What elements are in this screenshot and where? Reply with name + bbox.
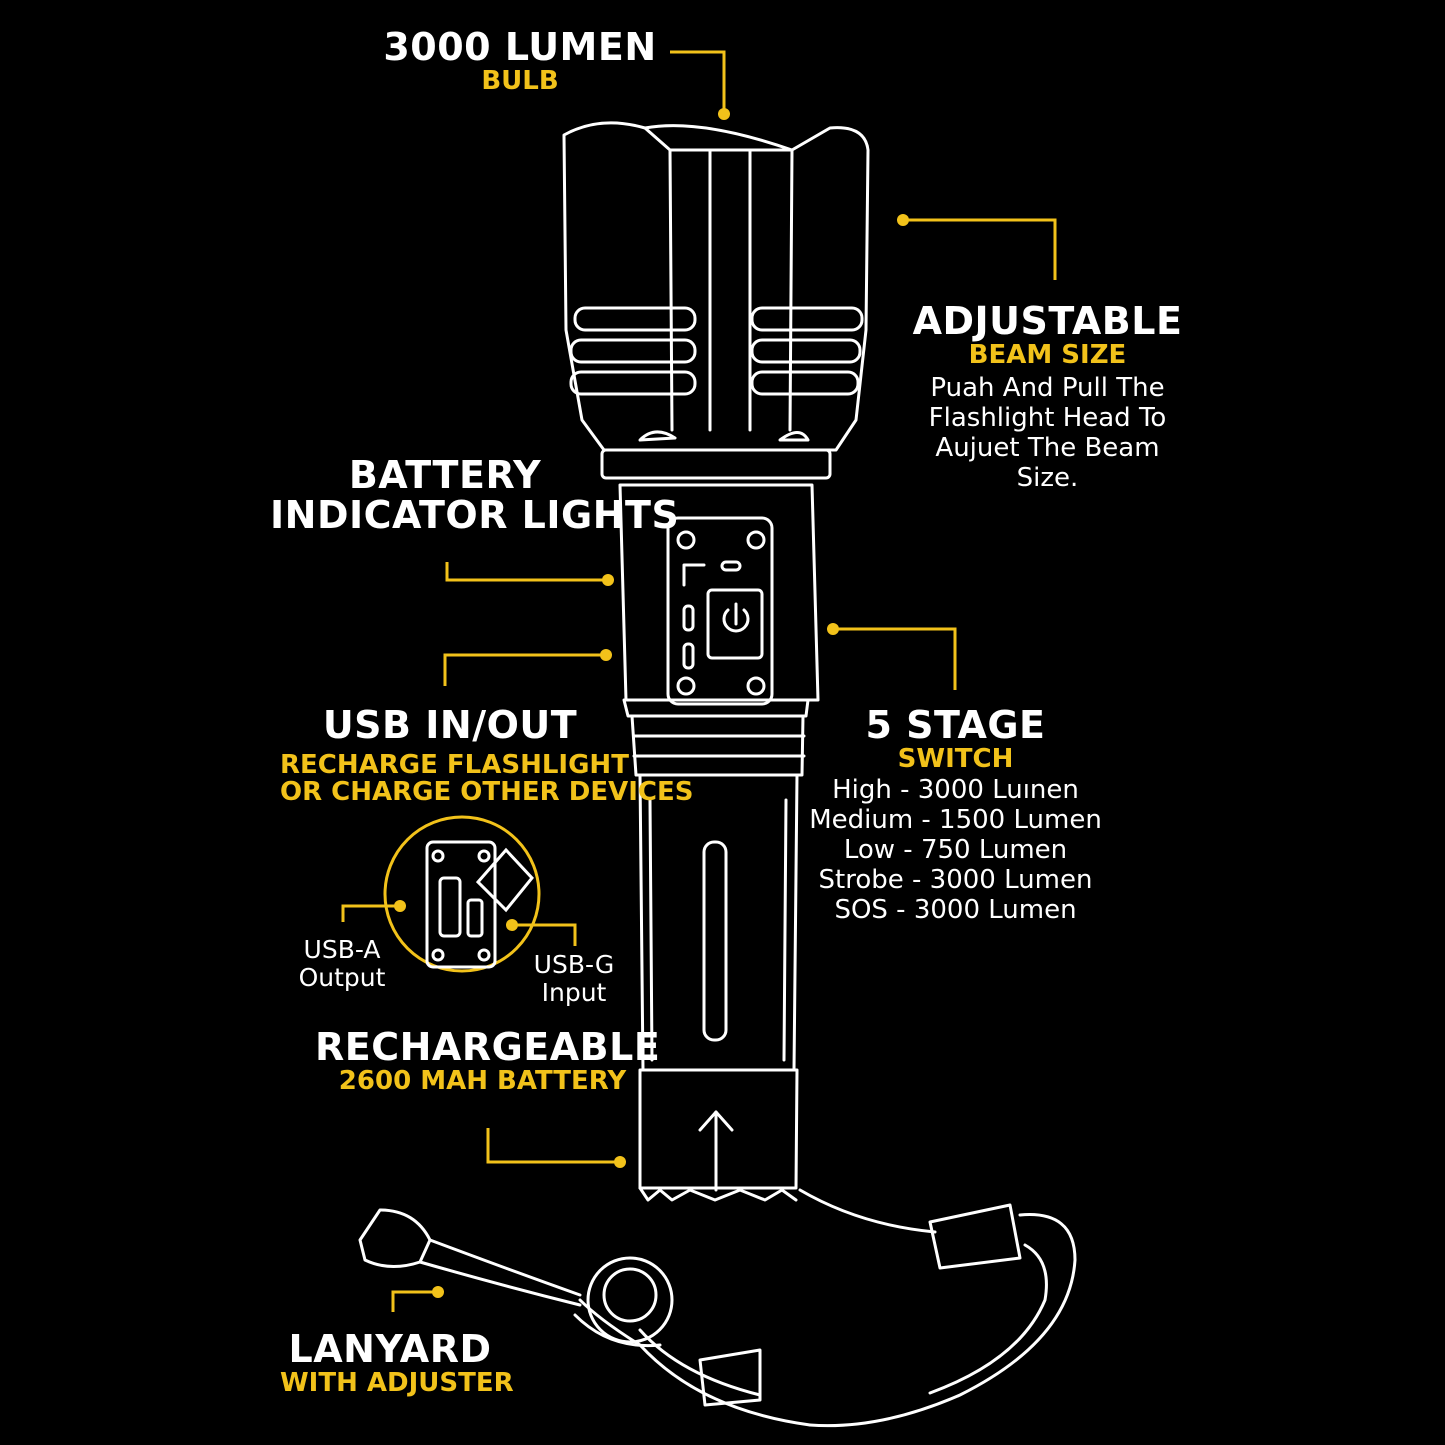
beam-description-line: Aujuet The Beam <box>935 433 1160 464</box>
lanyard-leader <box>391 1290 438 1312</box>
usb-g-dot <box>506 919 518 931</box>
switch-dot <box>827 623 839 635</box>
usb-a-leader <box>341 904 400 922</box>
rechargeable-dot <box>614 1156 626 1168</box>
bulb-subtitle: BULB <box>481 65 559 96</box>
beam-leader <box>904 218 1057 280</box>
switch-mode: Strobe - 3000 Lumen <box>818 865 1093 896</box>
usb-port-closeup <box>383 815 541 973</box>
bulb-callout: 3000 LUMEN BULB <box>380 25 660 96</box>
usb-g-input-label: USB-G Input <box>533 950 615 1007</box>
usb-g-leader <box>512 923 577 946</box>
flashlight-head <box>562 121 870 480</box>
switch-mode: Low - 750 Lumen <box>843 835 1068 866</box>
lanyard-subtitle: WITH ADJUSTER <box>280 1367 514 1398</box>
battery-indicator-title-line: INDICATOR LIGHTS <box>270 492 680 537</box>
beam-callout: ADJUSTABLE BEAM SIZE Puah And Pull The F… <box>905 299 1190 494</box>
battery-dot-2 <box>600 649 612 661</box>
power-button <box>706 588 764 660</box>
bulb-title: 3000 LUMEN <box>383 25 657 69</box>
beam-description-line: Puah And Pull The <box>930 373 1165 404</box>
battery-leader-2 <box>443 653 606 686</box>
rechargeable-leader <box>486 1128 620 1164</box>
switch-callout: 5 STAGE SWITCH High - 3000 Luınen Medium… <box>808 703 1103 926</box>
power-icon <box>722 608 750 633</box>
usb-callout: USB IN/OUT RECHARGE FLASHLIGHT OR CHARGE… <box>280 703 694 808</box>
rechargeable-subtitle: 2600 MAH BATTERY <box>338 1065 627 1096</box>
battery-indicator-callout: BATTERY INDICATOR LIGHTS <box>270 453 680 537</box>
battery-dot-1 <box>602 574 614 586</box>
switch-title: 5 STAGE <box>865 703 1046 747</box>
lanyard-dot <box>432 1286 444 1298</box>
usb-a-output-label: USB-A Output <box>298 935 386 992</box>
usb-a-dot <box>394 900 406 912</box>
usb-subtitle-line: RECHARGE FLASHLIGHT <box>280 749 629 780</box>
beam-dot <box>897 214 909 226</box>
usb-title: USB IN/OUT <box>322 703 578 747</box>
switch-panel <box>666 516 774 706</box>
callout-leaders <box>341 50 1057 1312</box>
lanyard-title: LANYARD <box>288 1327 492 1371</box>
beam-description-line: Flashlight Head To <box>928 403 1167 434</box>
flashlight-body <box>618 483 820 1202</box>
beam-title: ADJUSTABLE <box>912 299 1183 343</box>
bulb-leader <box>670 50 726 112</box>
switch-mode: SOS - 3000 Lumen <box>834 895 1077 926</box>
lanyard <box>358 1188 1077 1428</box>
usb-subtitle-line: OR CHARGE OTHER DEVICES <box>280 777 694 808</box>
switch-mode: High - 3000 Luınen <box>832 775 1079 806</box>
bulb-dot <box>718 108 730 120</box>
battery-indicator-title-line: BATTERY <box>348 453 542 497</box>
beam-subtitle: BEAM SIZE <box>968 339 1127 370</box>
switch-subtitle: SWITCH <box>897 743 1014 774</box>
rechargeable-callout: RECHARGEABLE 2600 MAH BATTERY <box>315 1025 661 1096</box>
rechargeable-title: RECHARGEABLE <box>315 1025 661 1069</box>
beam-description-line: Size. <box>1016 463 1079 494</box>
battery-leader-1 <box>445 562 608 582</box>
lanyard-callout: LANYARD WITH ADJUSTER <box>280 1327 514 1398</box>
switch-leader <box>833 627 957 690</box>
switch-mode: Medium - 1500 Lumen <box>809 805 1102 836</box>
